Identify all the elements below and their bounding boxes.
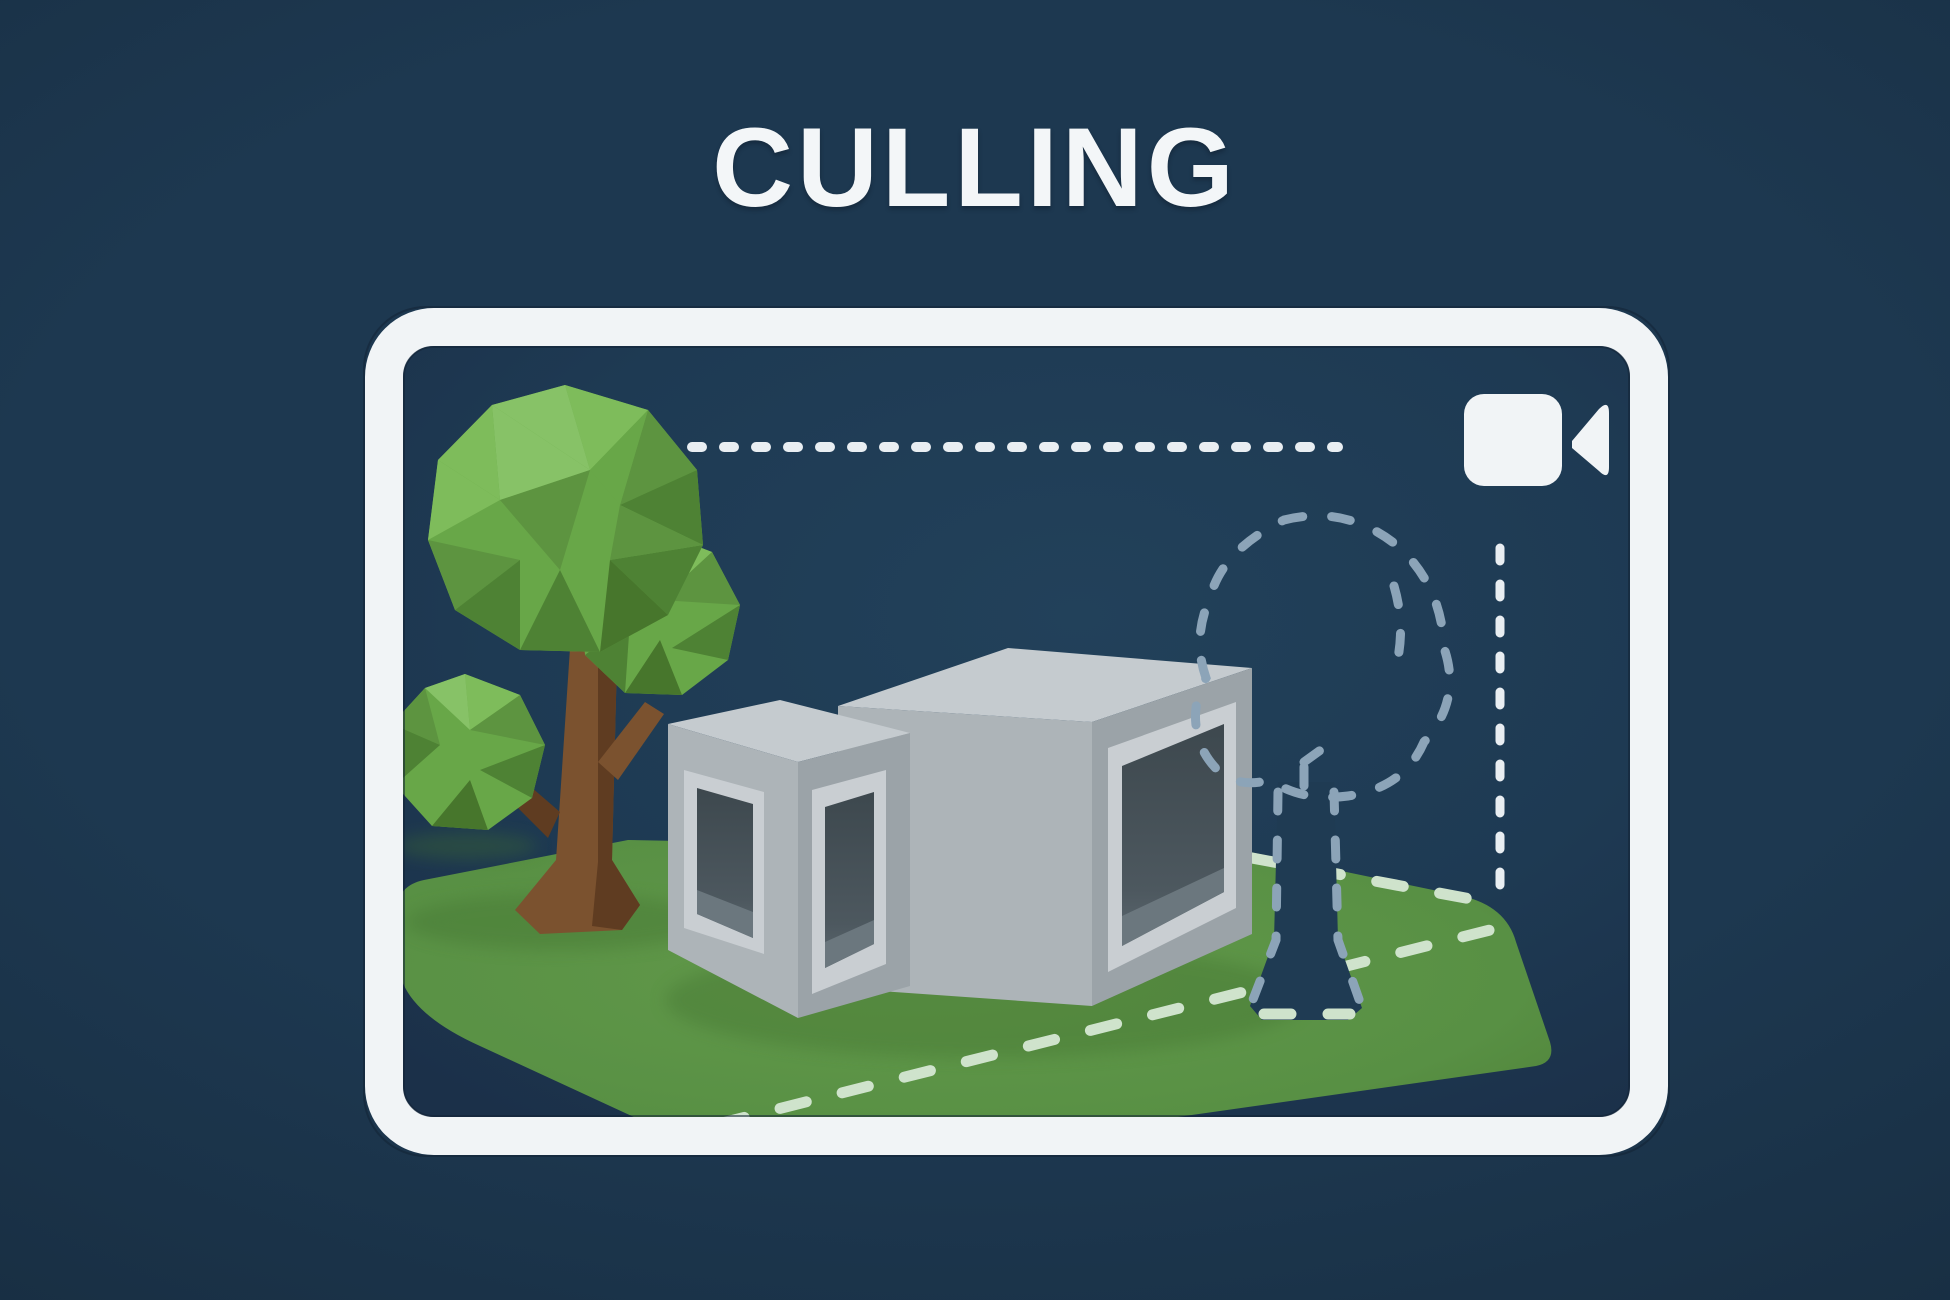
page-title: CULLING — [712, 105, 1238, 230]
foliage-facet — [428, 460, 500, 540]
foliage-facet — [465, 674, 520, 730]
tree-bush — [403, 674, 545, 830]
frustum-ground-edge-dashed-line — [1182, 840, 1498, 909]
frame-outer-edge — [363, 306, 1670, 1157]
large-box-top-face — [838, 648, 1252, 722]
occluder-box-small — [668, 700, 910, 1018]
foliage-facet — [590, 410, 648, 505]
foliage-facet — [470, 695, 545, 745]
foliage-facet — [610, 545, 703, 615]
tree — [403, 385, 740, 934]
culled-tree-inner-arc-dashes — [1387, 581, 1405, 685]
large-box-interior-floor — [1122, 868, 1224, 946]
culled-tree-outline — [1191, 511, 1455, 1020]
foliage-facet — [403, 688, 440, 745]
foliage-facet — [492, 385, 590, 470]
foliage-facet — [432, 780, 488, 830]
foliage-facet — [455, 560, 520, 650]
small-box-top-face — [668, 700, 910, 762]
trunk-shade — [592, 618, 640, 930]
foliage-facet — [520, 570, 600, 652]
foliage-facet — [565, 385, 648, 470]
foliage-facet — [625, 640, 682, 695]
bush-shadow — [403, 832, 538, 860]
culled-tree-trunk-left-dashes — [1247, 787, 1283, 1007]
tree-foliage-main — [428, 385, 703, 652]
frustum-ground-diagonal-dashed-line — [712, 922, 1504, 1117]
scene-viewport — [403, 346, 1630, 1117]
small-box-front-interior-floor — [825, 920, 874, 968]
foliage-facet — [620, 410, 697, 505]
foliage-facet — [500, 470, 590, 570]
culled-tree-foliage-dashes — [1191, 511, 1455, 802]
foliage-facet — [425, 674, 470, 730]
foliage-facet — [660, 552, 740, 605]
frame-inner-edge — [403, 346, 1630, 1117]
foliage-facet — [600, 560, 668, 652]
foliage-facet — [480, 745, 545, 798]
branch-right — [598, 702, 664, 780]
foliage-facet — [428, 540, 520, 610]
foliage-facet — [610, 505, 703, 560]
video-camera-lens — [1572, 404, 1609, 476]
culled-tree-branch-dashes — [1299, 731, 1345, 791]
culled-tree-trunk-right-dashes — [1329, 787, 1365, 1007]
foliage-facet — [672, 605, 740, 660]
video-camera-body — [1464, 394, 1562, 486]
foliage-facet — [620, 470, 703, 545]
small-box-front-opening-interior — [825, 792, 874, 968]
foliage-facet — [492, 405, 590, 500]
camera-viewport-frame — [365, 308, 1668, 1155]
foliage-facet — [438, 405, 500, 500]
small-box-left-interior-floor — [697, 890, 753, 938]
video-camera-icon — [1464, 394, 1609, 486]
